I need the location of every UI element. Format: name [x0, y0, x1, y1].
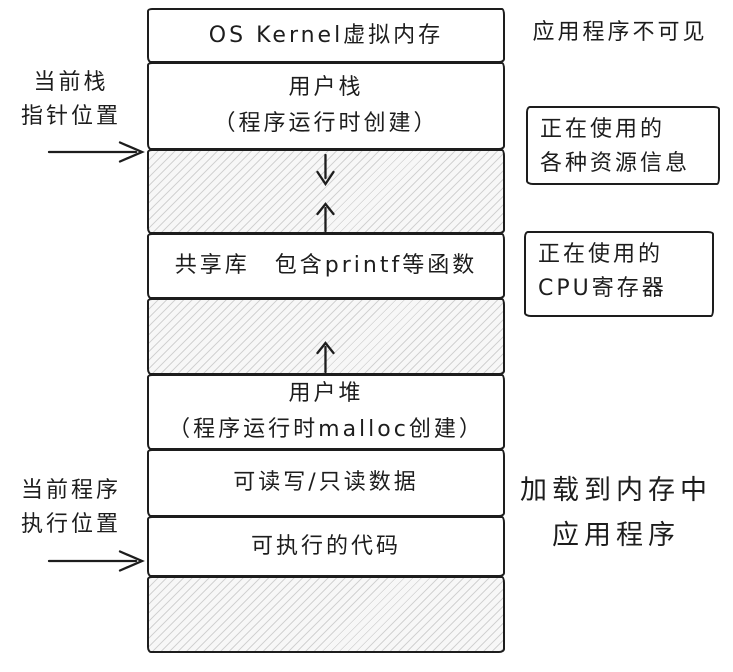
region-user-heap: 用户堆 （程序运行时malloc创建） — [147, 374, 505, 450]
resources-note-line1: 正在使用的 — [540, 117, 666, 142]
right-arrow-icon — [47, 141, 145, 163]
region-rw-data: 可读写/只读数据 — [147, 449, 505, 517]
region-rw-data-label: 可读写/只读数据 — [233, 470, 419, 495]
kernel-invisible-note: 应用程序不可见 — [514, 16, 726, 50]
region-shared-libs-label: 共享库 包含printf等函数 — [174, 253, 478, 278]
region-user-heap-sublabel: （程序运行时malloc创建） — [168, 417, 484, 442]
region-exec-code-label: 可执行的代码 — [250, 533, 401, 559]
region-os-kernel-label: OS Kernel虚拟内存 — [208, 22, 444, 48]
region-user-stack: 用户栈 （程序运行时创建） — [147, 62, 505, 150]
up-arrow-icon — [316, 341, 335, 373]
stack-pointer-note: 当前栈 指针位置 — [0, 66, 142, 134]
resources-note-box: 正在使用的 各种资源信息 — [526, 106, 720, 185]
loaded-app-note-line1: 加载到内存中 — [520, 475, 712, 506]
stack-pointer-note-line2: 指针位置 — [20, 104, 121, 129]
region-free-gap-stack — [147, 149, 505, 234]
stack-pointer-note-line1: 当前栈 — [33, 70, 109, 95]
region-shared-libs: 共享库 包含printf等函数 — [147, 233, 505, 299]
kernel-invisible-note-text: 应用程序不可见 — [532, 20, 708, 45]
down-arrow-icon — [316, 154, 335, 186]
cpu-registers-note-box: 正在使用的 CPU寄存器 — [524, 231, 714, 317]
region-exec-code: 可执行的代码 — [147, 516, 505, 577]
right-arrow-icon — [47, 550, 145, 572]
exec-position-note-line2: 执行位置 — [20, 512, 121, 537]
region-os-kernel: OS Kernel虚拟内存 — [147, 8, 505, 63]
cpu-registers-note-line1: 正在使用的 — [538, 242, 664, 267]
region-user-stack-sublabel: （程序运行时创建） — [213, 111, 439, 136]
region-unused-bottom — [147, 576, 505, 653]
exec-position-note-line1: 当前程序 — [20, 478, 121, 503]
cpu-registers-note-line2: CPU寄存器 — [538, 276, 667, 301]
memory-stack: OS Kernel虚拟内存 用户栈 （程序运行时创建） 共享库 包含printf… — [147, 8, 505, 653]
resources-note-line2: 各种资源信息 — [540, 151, 691, 176]
region-free-gap-heap — [147, 298, 505, 375]
region-user-heap-label: 用户堆 — [288, 381, 364, 406]
exec-position-note: 当前程序 执行位置 — [0, 474, 142, 542]
loaded-app-note-line2: 应用程序 — [552, 520, 680, 551]
loaded-app-note: 加载到内存中 应用程序 — [502, 468, 730, 558]
region-user-stack-label: 用户栈 — [288, 75, 364, 100]
up-arrow-icon — [316, 202, 335, 232]
